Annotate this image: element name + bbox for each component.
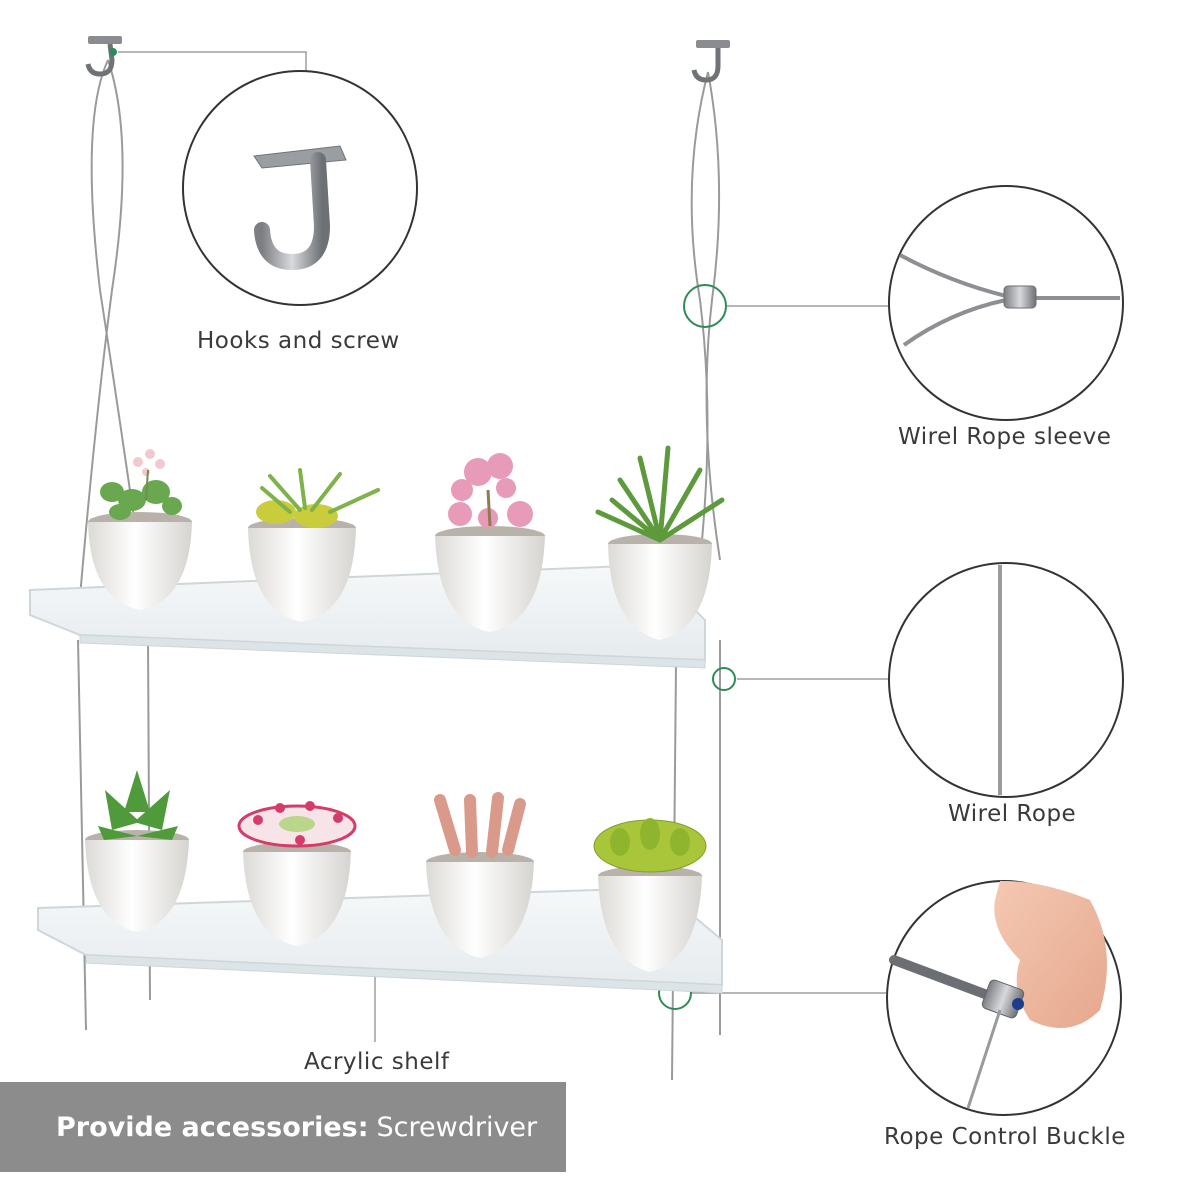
- buckle-icon: [889, 880, 1108, 1109]
- rope-detail: [888, 562, 1124, 798]
- accessories-banner: Provide accessories: Screwdriver: [0, 1082, 566, 1172]
- shelf-label: Acrylic shelf: [304, 1049, 450, 1075]
- buckle-detail: [886, 880, 1122, 1116]
- hook-right: [691, 40, 730, 83]
- hook-detail: [182, 70, 418, 306]
- bottom-pots: [85, 770, 707, 972]
- sleeve-label: Wirel Rope sleeve: [898, 424, 1112, 450]
- buckle-label: Rope Control Buckle: [884, 1124, 1126, 1150]
- wire-ropes: [77, 59, 721, 1081]
- sleeve-icon: [899, 253, 1120, 347]
- sleeve-detail: [888, 185, 1124, 421]
- bottom-shelf: [37, 886, 723, 994]
- top-pots: [88, 445, 725, 640]
- banner-plain-text: Screwdriver: [376, 1111, 538, 1143]
- rope-label: Wirel Rope: [948, 801, 1077, 827]
- banner-bold-text: Provide accessories:: [56, 1111, 369, 1143]
- hook-left: [85, 36, 122, 77]
- hooks-label: Hooks and screw: [197, 328, 400, 354]
- hook-icon: [253, 145, 347, 271]
